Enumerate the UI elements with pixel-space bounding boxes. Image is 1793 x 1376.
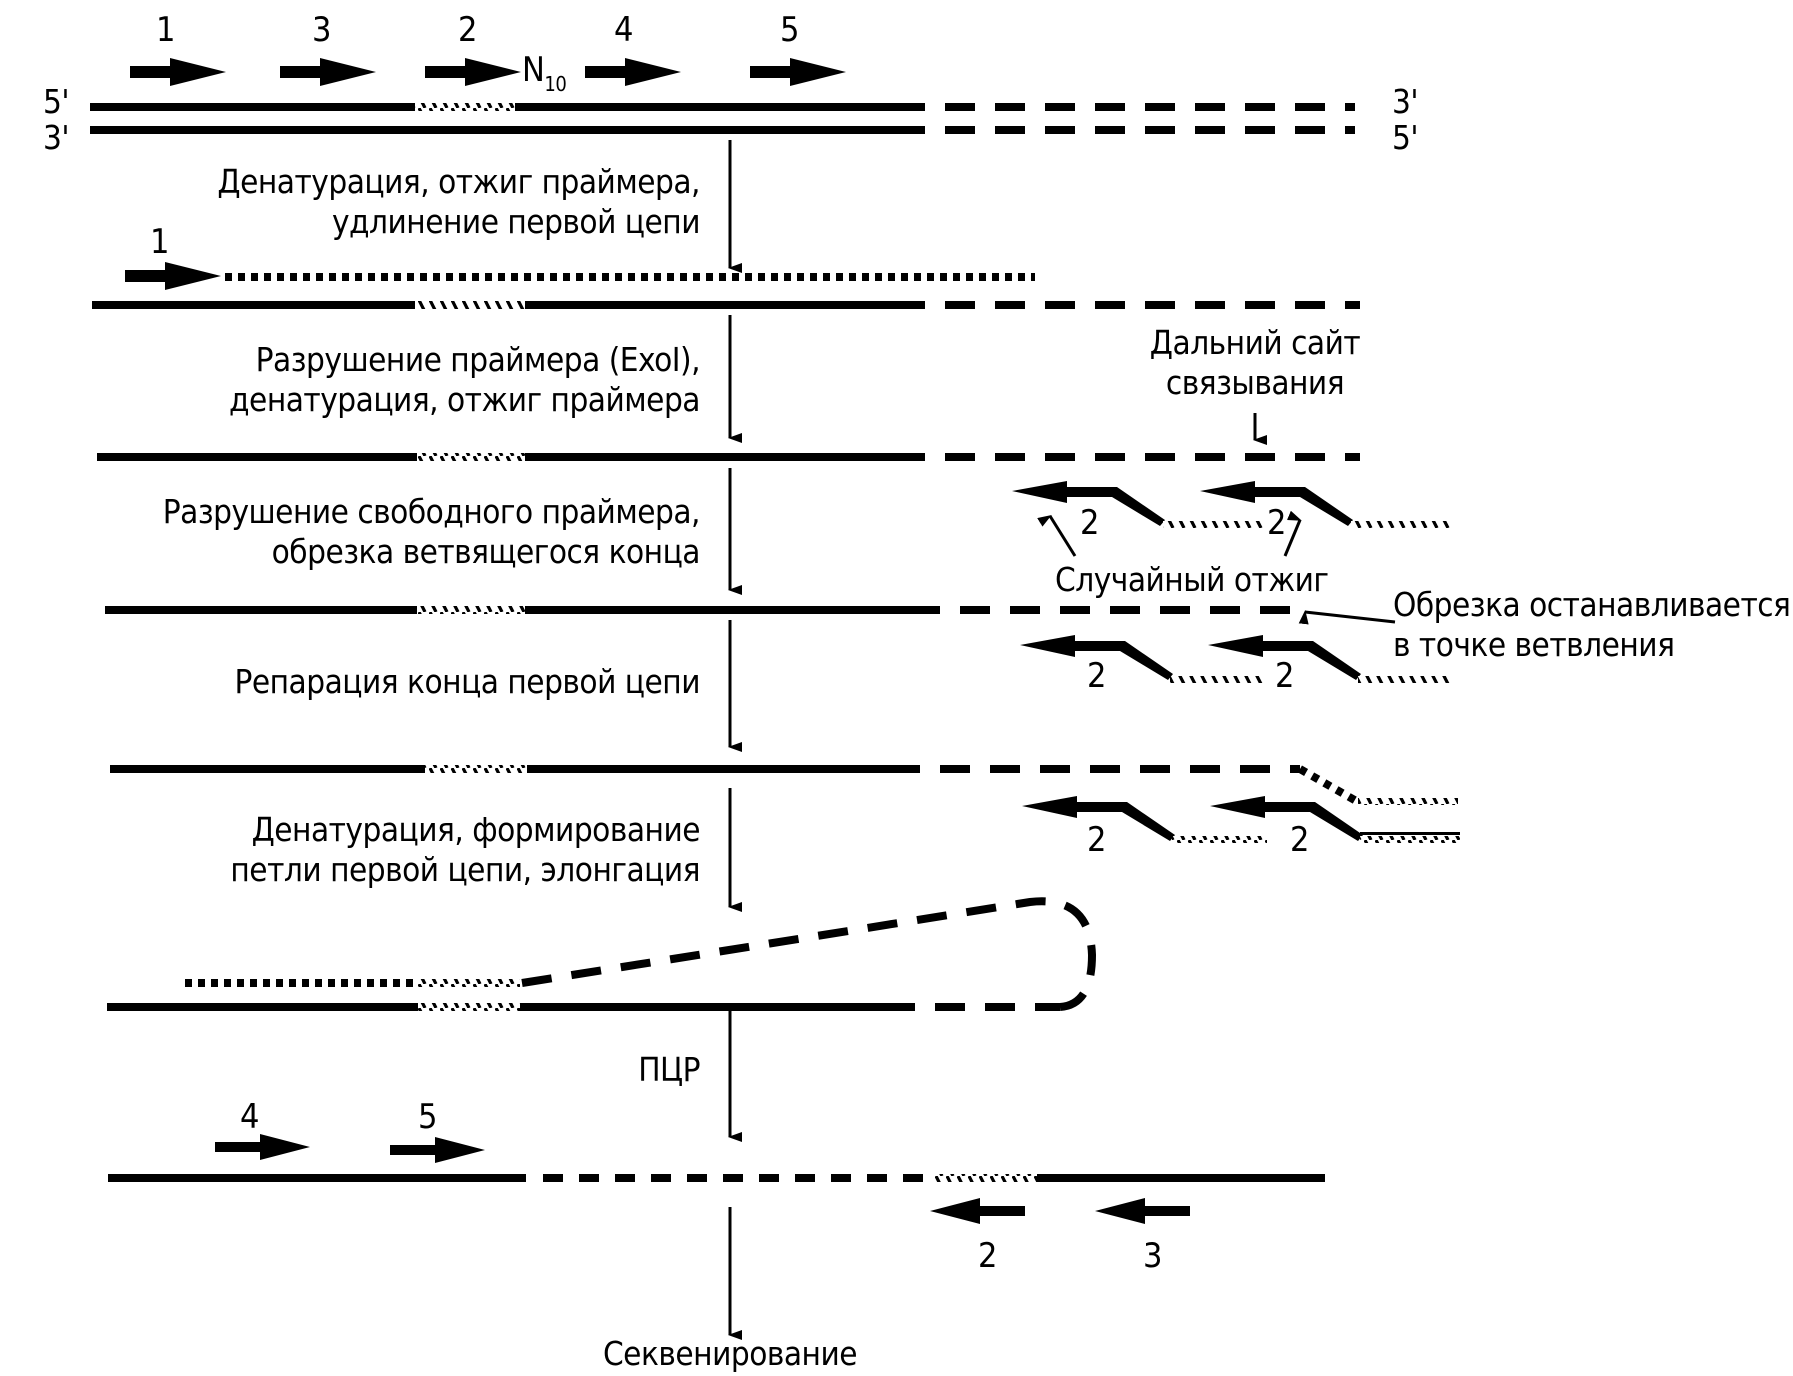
stage-primer-destroyed <box>97 413 1360 461</box>
primer-label: 2 <box>458 10 477 50</box>
n10-region <box>935 1174 1037 1182</box>
primer-2-branched-arrow-icon <box>1022 796 1175 841</box>
primer-2-branched-arrow-icon <box>1012 481 1165 526</box>
top-strand-solid-left <box>90 103 415 111</box>
stage-extension <box>92 262 1360 309</box>
primer-5-arrow-icon <box>750 58 846 86</box>
far-site-label: Дальний сайт связывания <box>1130 323 1380 403</box>
end-label-3prime-left: 3' <box>43 118 70 157</box>
end-label-5prime-left: 5' <box>43 82 70 121</box>
top-strand-n10-region <box>415 103 515 111</box>
n10-letter: N <box>522 50 545 90</box>
bottom-strand-solid <box>90 126 895 134</box>
random-annealing-label: Случайный отжиг <box>1055 560 1329 599</box>
primer-label: 2 <box>1275 656 1294 696</box>
far-site-line2: связывания <box>1165 363 1345 402</box>
trim-stop-label: Обрезка останавливается в точке ветвлени… <box>1393 585 1791 665</box>
trim-stop-pointer <box>1298 610 1396 625</box>
step-1-label: Денатурация, отжиг праймера, удлинение п… <box>217 162 700 242</box>
primer-label: 5 <box>418 1097 437 1137</box>
step-3-line2: обрезка ветвящегося конца <box>271 532 701 571</box>
primer-1-arrow-icon <box>130 58 226 86</box>
n10-label: N10 <box>522 50 567 104</box>
n10-subscript: 10 <box>544 72 567 96</box>
random-annealing-pointer-left <box>1037 514 1077 557</box>
stage-pcr-product <box>108 1134 1325 1224</box>
primer-label: 3 <box>1143 1236 1162 1276</box>
trim-stop-line2: в точке ветвления <box>1393 625 1675 664</box>
stage-trimmed <box>105 606 1453 683</box>
random-annealing-primers <box>1012 481 1451 557</box>
random-annealing-pointer-right <box>1283 510 1302 557</box>
primer-1-arrow-icon <box>125 262 221 290</box>
primer-2-branched-arrow-icon <box>1208 635 1361 680</box>
primer-label: 2 <box>978 1236 997 1276</box>
template-duplex <box>90 103 1355 134</box>
step-1-line1: Денатурация, отжиг праймера, <box>217 162 700 201</box>
final-step-label: Секвенирование <box>602 1334 858 1373</box>
step-5-line2: петли первой цепи, элонгация <box>230 850 700 889</box>
step-2-line2: денатурация, отжиг праймера <box>229 380 700 419</box>
primer-4-arrow-icon <box>585 58 681 86</box>
step-4-label: Репарация конца первой цепи <box>234 662 700 702</box>
repaired-end-dotted <box>1298 765 1360 806</box>
primer-label: 2 <box>1087 656 1106 696</box>
step-1-line2: удлинение первой цепи <box>331 202 701 241</box>
primer-label: 3 <box>312 10 331 50</box>
n10-region <box>418 1003 520 1011</box>
step-5-line1: Денатурация, формирование <box>251 810 701 849</box>
end-label-5prime-right: 5' <box>1392 118 1419 157</box>
primer-2-branched-arrow-icon <box>1200 481 1353 526</box>
step-6-label: ПЦР <box>638 1050 700 1089</box>
primer-2-reverse-arrow-icon <box>930 1198 1025 1224</box>
step-2-label: Разрушение праймера (ExoI), денатурация,… <box>229 340 700 420</box>
primer-label: 2 <box>1290 820 1309 860</box>
primer-label: 5 <box>780 10 799 50</box>
primer-label: 1 <box>156 10 175 50</box>
end-label-3prime-right: 3' <box>1392 82 1419 121</box>
n10-region <box>415 301 525 309</box>
primer-label: 2 <box>1080 503 1099 543</box>
primer-2-branched-arrow-icon <box>1020 635 1173 680</box>
stage-loop <box>107 897 1097 1011</box>
primer-5-arrow-icon <box>390 1137 485 1163</box>
step-4-line1: Репарация конца первой цепи <box>234 662 700 701</box>
n10-region <box>417 453 525 461</box>
trim-stop-line1: Обрезка останавливается <box>1393 585 1791 624</box>
primer-3-reverse-arrow-icon <box>1095 1198 1190 1224</box>
primer-4-arrow-icon <box>215 1134 310 1160</box>
n10-region <box>425 765 527 773</box>
primer-label: 2 <box>1267 503 1286 543</box>
primer-label: 2 <box>1087 820 1106 860</box>
primer-label: 4 <box>614 10 633 50</box>
primer-label: 4 <box>240 1097 259 1137</box>
step-3-line1: Разрушение свободного праймера, <box>162 492 701 531</box>
step-5-label: Денатурация, формирование петли первой ц… <box>230 810 700 890</box>
top-strand-solid-right <box>515 103 895 111</box>
far-site-line1: Дальний сайт <box>1149 323 1361 362</box>
n10-region <box>417 606 525 614</box>
step-2-line1: Разрушение праймера (ExoI), <box>255 340 701 379</box>
step-3-label: Разрушение свободного праймера, обрезка … <box>162 492 701 572</box>
loop-dashed <box>521 897 1097 1011</box>
top-primer-arrows <box>130 58 846 86</box>
stage-repaired <box>110 765 1460 843</box>
primer-label: 1 <box>150 222 169 262</box>
primer-2-branched-arrow-icon <box>1210 796 1363 841</box>
primer-2-arrow-icon <box>425 58 521 86</box>
primer-3-arrow-icon <box>280 58 376 86</box>
